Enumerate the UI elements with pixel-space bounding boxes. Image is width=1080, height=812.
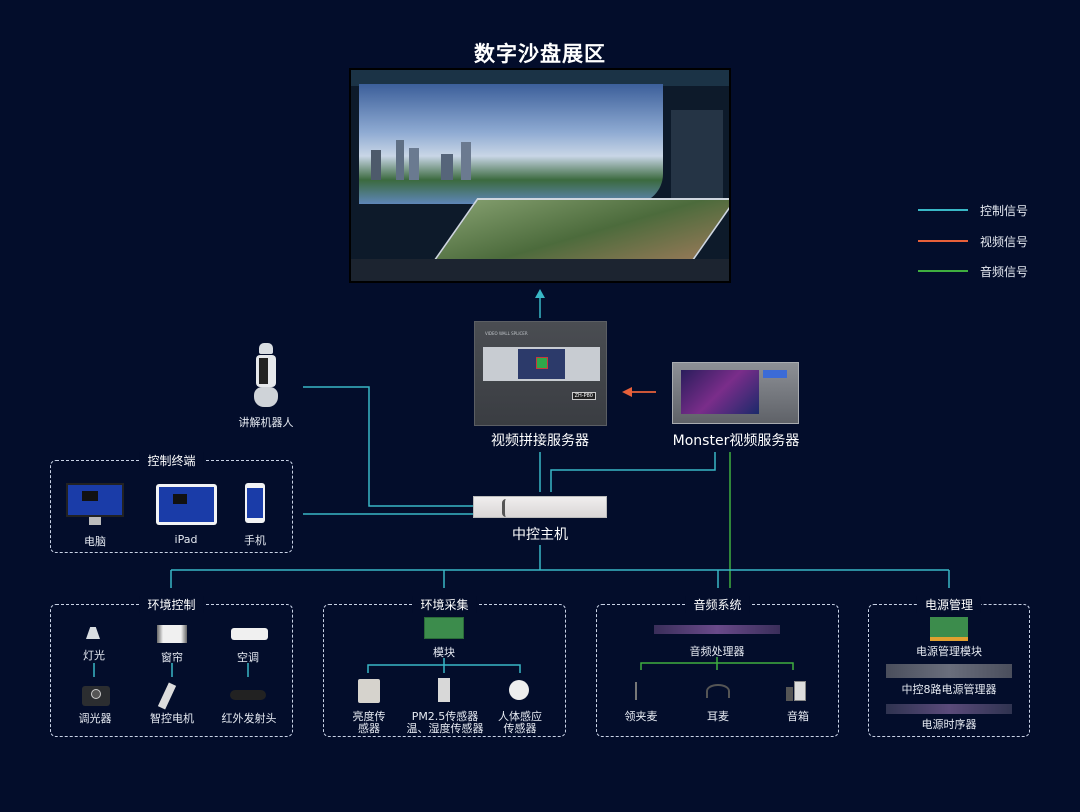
light-icon <box>86 627 100 639</box>
sensor-label-line2: 温、湿度传感器 <box>406 722 484 735</box>
video-wall-badge: ZH-P80 <box>571 392 596 400</box>
audio-processor-label: 音频处理器 <box>689 645 745 658</box>
robot-label: 讲解机器人 <box>238 416 294 429</box>
sensor-label-line2: 感器 <box>358 722 380 735</box>
env-control-label: 灯光 <box>83 649 105 662</box>
power-item-label: 电源时序器 <box>921 718 977 731</box>
curtain-icon <box>157 625 187 643</box>
pm25-sensor-icon <box>438 678 450 702</box>
power-sequencer-image <box>886 704 1012 714</box>
power-management-title: 电源管理 <box>916 596 982 613</box>
legend-item-video: 视频信号 <box>918 233 1058 249</box>
video-wall-server-image: VIDEO WALL SPLICER ZH-P80 <box>474 321 607 426</box>
brightness-sensor-icon <box>358 679 380 703</box>
env-collect-group: 环境采集 <box>323 596 566 737</box>
monster-server-image <box>672 362 799 424</box>
audio-system-group: 音频系统 <box>596 596 839 737</box>
legend-label: 音频信号 <box>980 265 1029 279</box>
sensor-label-line2: 传感器 <box>503 722 537 735</box>
terminal-label: iPad <box>174 533 198 546</box>
arrow-up-icon <box>535 289 545 298</box>
control-terminal-title: 控制终端 <box>139 452 204 469</box>
env-control-label: 调光器 <box>78 712 112 725</box>
phone-image <box>245 483 265 523</box>
env-control-title: 环境控制 <box>139 596 204 613</box>
audio-item-label: 音箱 <box>787 710 809 723</box>
control-line-robot-host <box>303 386 475 507</box>
legend-line-audio <box>918 270 968 272</box>
lapel-mic-icon <box>635 682 645 700</box>
central-host-image <box>473 496 607 518</box>
audio-item-label: 耳麦 <box>707 710 729 723</box>
ir-emitter-icon <box>230 690 266 700</box>
legend-label: 视频信号 <box>980 235 1029 249</box>
central-host-label: 中控主机 <box>512 527 568 543</box>
power-management-group: 电源管理 <box>868 596 1030 737</box>
computer-image <box>66 483 124 525</box>
module-label: 模块 <box>433 646 455 659</box>
headset-mic-icon <box>706 684 730 698</box>
terminal-label: 电脑 <box>84 535 106 548</box>
power-module-image <box>930 617 968 641</box>
legend-item-audio: 音频信号 <box>918 263 1058 279</box>
control-line-monster-host <box>550 452 716 492</box>
speaker-icon <box>786 681 806 701</box>
power-manager-image <box>886 664 1012 678</box>
env-control-label: 智控电机 <box>150 712 194 725</box>
power-item-label: 电源管理模块 <box>916 645 982 658</box>
ipad-image <box>156 484 217 525</box>
env-control-label: 窗帘 <box>161 651 183 664</box>
sensor-label-line1: 人体感应 <box>498 710 542 723</box>
env-control-label: 空调 <box>237 651 259 664</box>
power-item-label: 中控8路电源管理器 <box>901 683 997 696</box>
env-collect-title: 环境采集 <box>412 596 477 613</box>
audio-processor-image <box>654 625 780 634</box>
motion-sensor-icon <box>509 680 529 700</box>
page-title: 数字沙盘展区 <box>474 42 606 66</box>
audio-item-label: 领夹麦 <box>624 710 658 723</box>
control-terminal-group: 控制终端 <box>50 452 293 553</box>
monster-server-label: Monster视频服务器 <box>672 433 800 449</box>
legend-line-video <box>918 240 968 242</box>
env-control-group: 环境控制 <box>50 596 293 737</box>
sensor-label-line1: 亮度传 <box>352 710 386 723</box>
video-wall-caption: VIDEO WALL SPLICER <box>485 331 528 336</box>
module-board-image <box>424 617 464 639</box>
legend-item-control: 控制信号 <box>918 202 1058 218</box>
video-wall-server-label: 视频拼接服务器 <box>491 433 589 449</box>
legend-label: 控制信号 <box>980 204 1029 218</box>
ac-icon <box>231 628 268 640</box>
sandbox-display-image <box>349 68 731 283</box>
legend-line-control <box>918 209 968 211</box>
env-control-label: 红外发射头 <box>221 712 277 725</box>
terminal-label: 手机 <box>244 534 266 547</box>
sensor-label-line1: PM2.5传感器 <box>411 710 479 723</box>
audio-system-title: 音频系统 <box>685 596 750 613</box>
arrow-left-icon <box>622 387 632 397</box>
dimmer-icon <box>82 686 110 706</box>
robot-image <box>252 343 280 409</box>
